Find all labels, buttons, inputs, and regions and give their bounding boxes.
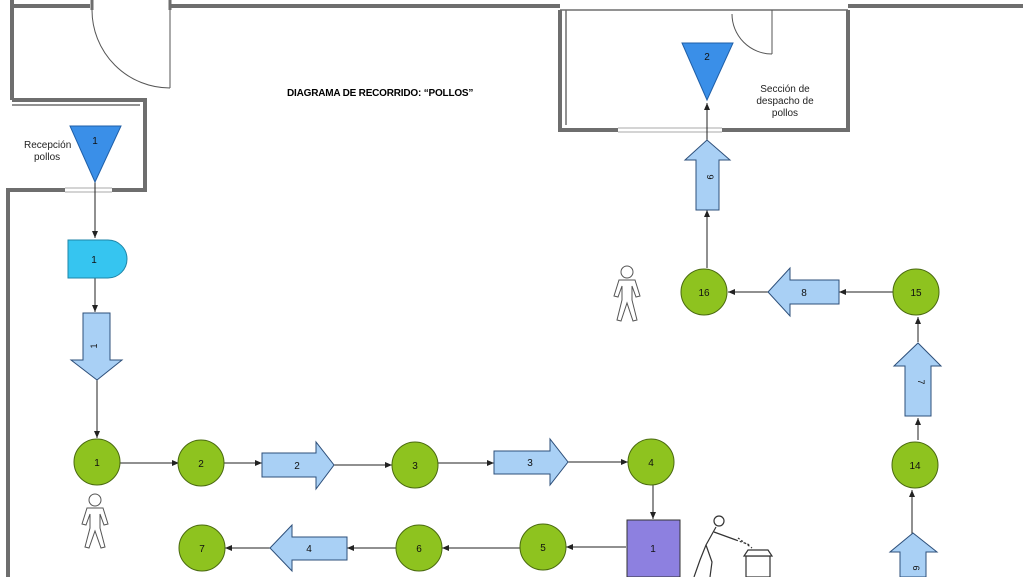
svg-text:6: 6 bbox=[911, 565, 921, 570]
operation-3: 3 bbox=[391, 441, 439, 489]
walls bbox=[6, 0, 1023, 577]
svg-text:1: 1 bbox=[94, 458, 100, 469]
door-swings bbox=[91, 9, 773, 89]
person-icon bbox=[613, 265, 641, 322]
svg-text:1: 1 bbox=[92, 136, 98, 147]
person-icon bbox=[81, 493, 109, 549]
dispatch-label-line3: pollos bbox=[772, 108, 798, 119]
dispatch-label-line2: despacho de bbox=[756, 96, 814, 107]
svg-text:1: 1 bbox=[91, 255, 97, 266]
svg-text:2: 2 bbox=[704, 52, 710, 63]
svg-text:5: 5 bbox=[540, 543, 546, 554]
transport-3: 3 bbox=[493, 437, 569, 487]
connectors bbox=[92, 103, 921, 551]
operation-7: 7 bbox=[178, 524, 226, 572]
operation-5: 5 bbox=[519, 523, 567, 571]
transport-1: 1 bbox=[69, 312, 124, 381]
operation-2: 2 bbox=[177, 439, 225, 487]
storage-dispatch: 2 bbox=[681, 42, 734, 102]
svg-text:3: 3 bbox=[527, 458, 533, 469]
svg-text:1: 1 bbox=[89, 343, 99, 348]
inspection-1: 1 bbox=[626, 519, 681, 577]
svg-text:7: 7 bbox=[199, 544, 205, 555]
svg-text:9: 9 bbox=[705, 174, 715, 179]
transport-6: 6 bbox=[888, 532, 939, 577]
svg-text:7: 7 bbox=[916, 379, 926, 384]
diagram-title: DIAGRAMA DE RECORRIDO: “POLLOS” bbox=[287, 88, 473, 99]
transport-2: 2 bbox=[261, 440, 335, 491]
reception-label-line2: pollos bbox=[34, 152, 60, 163]
svg-text:3: 3 bbox=[412, 461, 418, 472]
operation-4: 4 bbox=[627, 438, 675, 486]
transport-8: 8 bbox=[767, 266, 840, 318]
reception-label-line1: Recepción bbox=[24, 140, 71, 151]
delay-1: 1 bbox=[67, 239, 128, 279]
transport-4: 4 bbox=[269, 523, 348, 573]
dispatch-label-line1: Sección de bbox=[760, 84, 810, 95]
svg-text:2: 2 bbox=[294, 461, 300, 472]
operation-1: 1 bbox=[73, 438, 121, 486]
operation-6: 6 bbox=[395, 524, 443, 572]
svg-text:16: 16 bbox=[698, 288, 710, 299]
operation-14: 14 bbox=[891, 441, 939, 489]
svg-text:4: 4 bbox=[648, 458, 654, 469]
svg-text:6: 6 bbox=[416, 544, 422, 555]
door-openings bbox=[65, 127, 722, 193]
transport-9: 9 bbox=[683, 139, 732, 211]
operation-16: 16 bbox=[680, 268, 728, 316]
svg-text:14: 14 bbox=[909, 461, 921, 472]
svg-text:15: 15 bbox=[910, 288, 922, 299]
operation-15: 15 bbox=[892, 268, 940, 316]
transport-7: 7 bbox=[892, 342, 943, 417]
storage-reception: 1 bbox=[69, 125, 122, 184]
svg-text:2: 2 bbox=[198, 459, 204, 470]
worker-trash-icon bbox=[693, 515, 774, 577]
svg-text:1: 1 bbox=[650, 544, 656, 555]
svg-text:4: 4 bbox=[306, 544, 312, 555]
svg-text:8: 8 bbox=[801, 288, 807, 299]
